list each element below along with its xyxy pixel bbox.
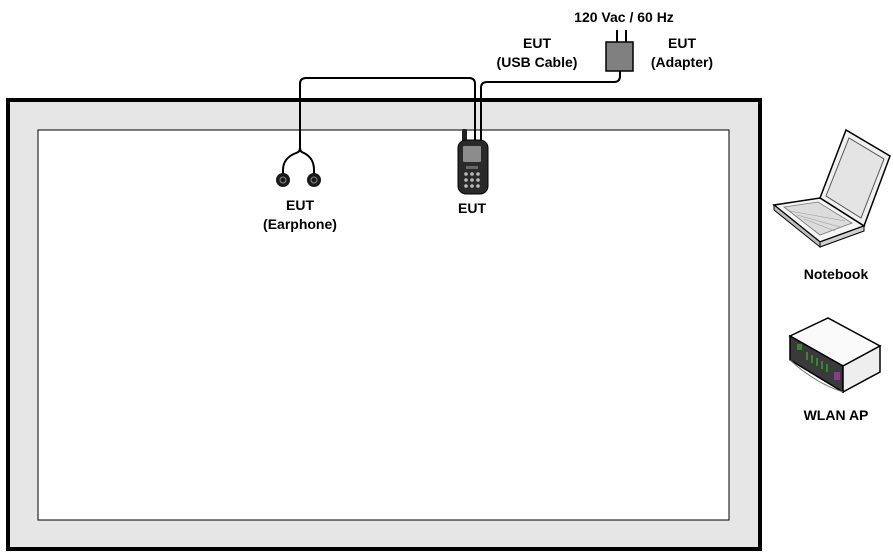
notebook-label: Notebook [804, 266, 869, 282]
usb-cable-label-line2: (USB Cable) [497, 54, 578, 70]
earphone-icon [276, 147, 321, 187]
phone-icon [457, 129, 489, 195]
phone-label: EUT [458, 200, 486, 216]
usb-cable [480, 71, 621, 142]
adapter-icon [605, 30, 634, 72]
usb-cable-label-line1: EUT [523, 35, 551, 51]
earphone-label-line1: EUT [286, 197, 314, 213]
earphone-label-line2: (Earphone) [263, 216, 337, 232]
power-label: 120 Vac / 60 Hz [574, 9, 674, 25]
adapter-label-line1: EUT [668, 35, 696, 51]
earphone-cable [299, 77, 476, 148]
chamber-inner [37, 129, 730, 521]
router-icon [788, 317, 882, 394]
laptop-icon [772, 128, 891, 249]
wlan-ap-label: WLAN AP [804, 407, 869, 423]
adapter-label-line2: (Adapter) [651, 54, 713, 70]
